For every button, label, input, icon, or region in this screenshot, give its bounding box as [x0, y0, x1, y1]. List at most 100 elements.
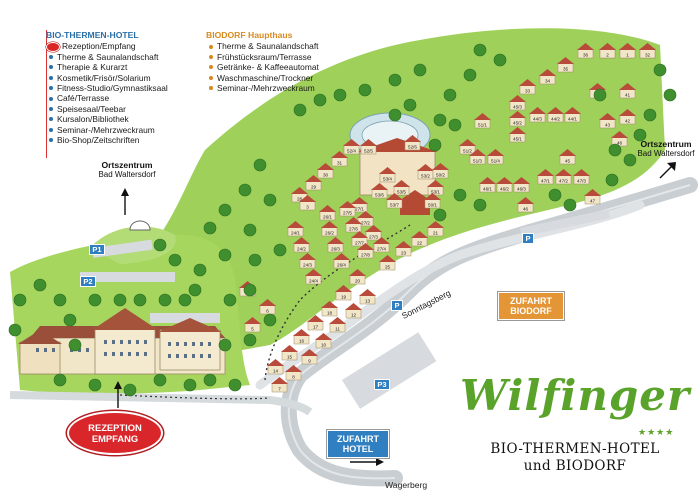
legend-item[interactable]: Frühstücksraum/Terrasse [206, 52, 356, 62]
cottage[interactable]: 42 [619, 109, 636, 125]
cottage[interactable]: 24/4 [305, 269, 322, 285]
cottage[interactable]: 27/8 [357, 243, 374, 259]
legend-item[interactable]: Bio-Shop/Zeitschriften [46, 135, 206, 145]
cottage[interactable]: 43 [599, 113, 616, 129]
reception-badge[interactable]: REZEPTION EMPFANG [67, 411, 163, 455]
cottage[interactable]: 52/4 [343, 139, 360, 155]
cottage[interactable]: 50/2 [432, 163, 449, 179]
cottage[interactable]: 45 [559, 149, 576, 165]
cottage[interactable]: 53/7 [386, 193, 403, 209]
cottage[interactable]: 25 [379, 255, 396, 271]
cottage[interactable]: 17 [307, 315, 324, 331]
cottage[interactable]: 18 [321, 301, 338, 317]
legend-item[interactable]: Seminar-/Mehrzweckraum [206, 83, 356, 93]
cottage[interactable]: 15 [281, 345, 298, 361]
parking-badge[interactable]: P [522, 233, 534, 244]
cottage[interactable]: 7 [271, 377, 288, 393]
cottage[interactable]: 11 [329, 317, 346, 333]
legend-item[interactable]: Café/Terrasse [46, 93, 206, 103]
cottage[interactable]: 20 [349, 269, 366, 285]
cottage[interactable]: 52/6 [404, 135, 421, 151]
cottage[interactable]: 47/3 [573, 169, 590, 185]
cottage[interactable]: 19 [335, 285, 352, 301]
cottage[interactable]: 53/6 [371, 183, 388, 199]
cottage[interactable]: 32 [639, 43, 656, 59]
cottage[interactable]: 44/2 [547, 107, 564, 123]
cottage[interactable]: 12 [345, 303, 362, 319]
cottage[interactable]: 30 [317, 163, 334, 179]
cottage[interactable]: 26/1 [319, 205, 336, 221]
cottage[interactable]: 44/1 [564, 107, 581, 123]
cottage[interactable]: 50/1 [424, 193, 441, 209]
legend-item[interactable]: Therapie & Kurarzt [46, 62, 206, 72]
zufahrt-hotel-sign[interactable]: ZUFAHRT HOTEL [327, 430, 389, 458]
cottage[interactable]: 46/2 [496, 177, 513, 193]
parking-badge[interactable]: P [391, 300, 403, 311]
legend-item[interactable]: Waschmaschine/Trockner [206, 73, 356, 83]
cottage[interactable]: 47 [584, 189, 601, 205]
cottage[interactable]: 51/3 [469, 149, 486, 165]
hotel-building[interactable] [18, 308, 226, 375]
cottage[interactable]: 10 [315, 333, 332, 349]
cottage[interactable]: 47/2 [555, 169, 572, 185]
cottage[interactable]: 1 [619, 43, 636, 59]
cottage[interactable]: 24/2 [293, 237, 310, 253]
cottage[interactable]: 27/6 [345, 217, 362, 233]
cottage[interactable]: 26/2 [321, 221, 338, 237]
cottage[interactable]: 45/3 [509, 95, 526, 111]
cottage[interactable]: 53/4 [379, 167, 396, 183]
cottage[interactable]: 31 [331, 151, 348, 167]
cottage[interactable]: 34 [539, 69, 556, 85]
cottage[interactable]: 21 [427, 221, 444, 237]
cottage[interactable]: 51/2 [459, 139, 476, 155]
cottage[interactable]: 26/3 [327, 237, 344, 253]
cottage[interactable]: 24/3 [299, 253, 316, 269]
cottage[interactable]: 27/3 [365, 225, 382, 241]
cottage[interactable]: 29 [305, 175, 322, 191]
cottage[interactable]: 46/3 [513, 177, 530, 193]
cottage[interactable]: 51/4 [487, 149, 504, 165]
cottage[interactable]: 36 [577, 43, 594, 59]
legend-item[interactable]: Seminar-/Mehrzweckraum [46, 125, 206, 135]
cottage[interactable]: 46 [517, 197, 534, 213]
cottage[interactable]: 53/5 [393, 180, 410, 196]
cottage[interactable]: 52/5 [360, 139, 377, 155]
legend-item[interactable]: Speisesaal/Teebar [46, 104, 206, 114]
cottage[interactable]: 41 [619, 83, 636, 99]
cottage[interactable]: 53/1 [427, 180, 444, 196]
cottage[interactable]: 46/1 [479, 177, 496, 193]
cottage[interactable]: 27/5 [339, 201, 356, 217]
cottage[interactable]: 27/7 [351, 231, 368, 247]
cottage[interactable]: 44/3 [529, 107, 546, 123]
cottage[interactable]: 45/1 [509, 127, 526, 143]
cottage[interactable]: 33 [519, 79, 536, 95]
legend-item[interactable]: Fitness-Studio/Gymnastiksaal [46, 83, 206, 93]
parking-p2-badge[interactable]: P2 [80, 276, 96, 287]
zufahrt-biodorf-sign[interactable]: ZUFAHRT BIODORF [498, 292, 564, 320]
cottage[interactable]: 23 [395, 241, 412, 257]
cottage[interactable]: 22 [411, 231, 428, 247]
cottage[interactable]: 47/1 [537, 169, 554, 185]
legend-item[interactable]: Therme & Saunalandschaft [206, 41, 356, 51]
legend-item[interactable]: Kursalon/Bibliothek [46, 114, 206, 124]
legend-item[interactable]: Getränke- & Kaffeeautomat [206, 62, 356, 72]
parking-p1-badge[interactable]: P1 [89, 244, 105, 255]
cottage[interactable]: 26/4 [333, 253, 350, 269]
cottage[interactable]: 24/1 [287, 221, 304, 237]
cottage[interactable]: 14 [267, 359, 284, 375]
parking-p3-badge[interactable]: P3 [374, 379, 390, 390]
cottage[interactable]: 3 [299, 195, 316, 211]
cottage[interactable]: 13 [359, 289, 376, 305]
legend-item[interactable]: Rezeption/Empfang [46, 41, 206, 52]
cottage[interactable]: 2 [599, 43, 616, 59]
cottage[interactable]: 45/2 [509, 111, 526, 127]
cottage[interactable]: 8 [285, 365, 302, 381]
cottage[interactable]: 35 [557, 57, 574, 73]
cottage[interactable]: 16 [293, 329, 310, 345]
legend-item[interactable]: Kosmetik/Frisör/Solarium [46, 73, 206, 83]
cottage[interactable]: 5 [244, 317, 261, 333]
legend-item[interactable]: Therme & Saunalandschaft [46, 52, 206, 62]
cottage[interactable]: 6 [259, 299, 276, 315]
cottage[interactable]: 27/4 [373, 237, 390, 253]
cottage[interactable]: 9 [301, 349, 318, 365]
